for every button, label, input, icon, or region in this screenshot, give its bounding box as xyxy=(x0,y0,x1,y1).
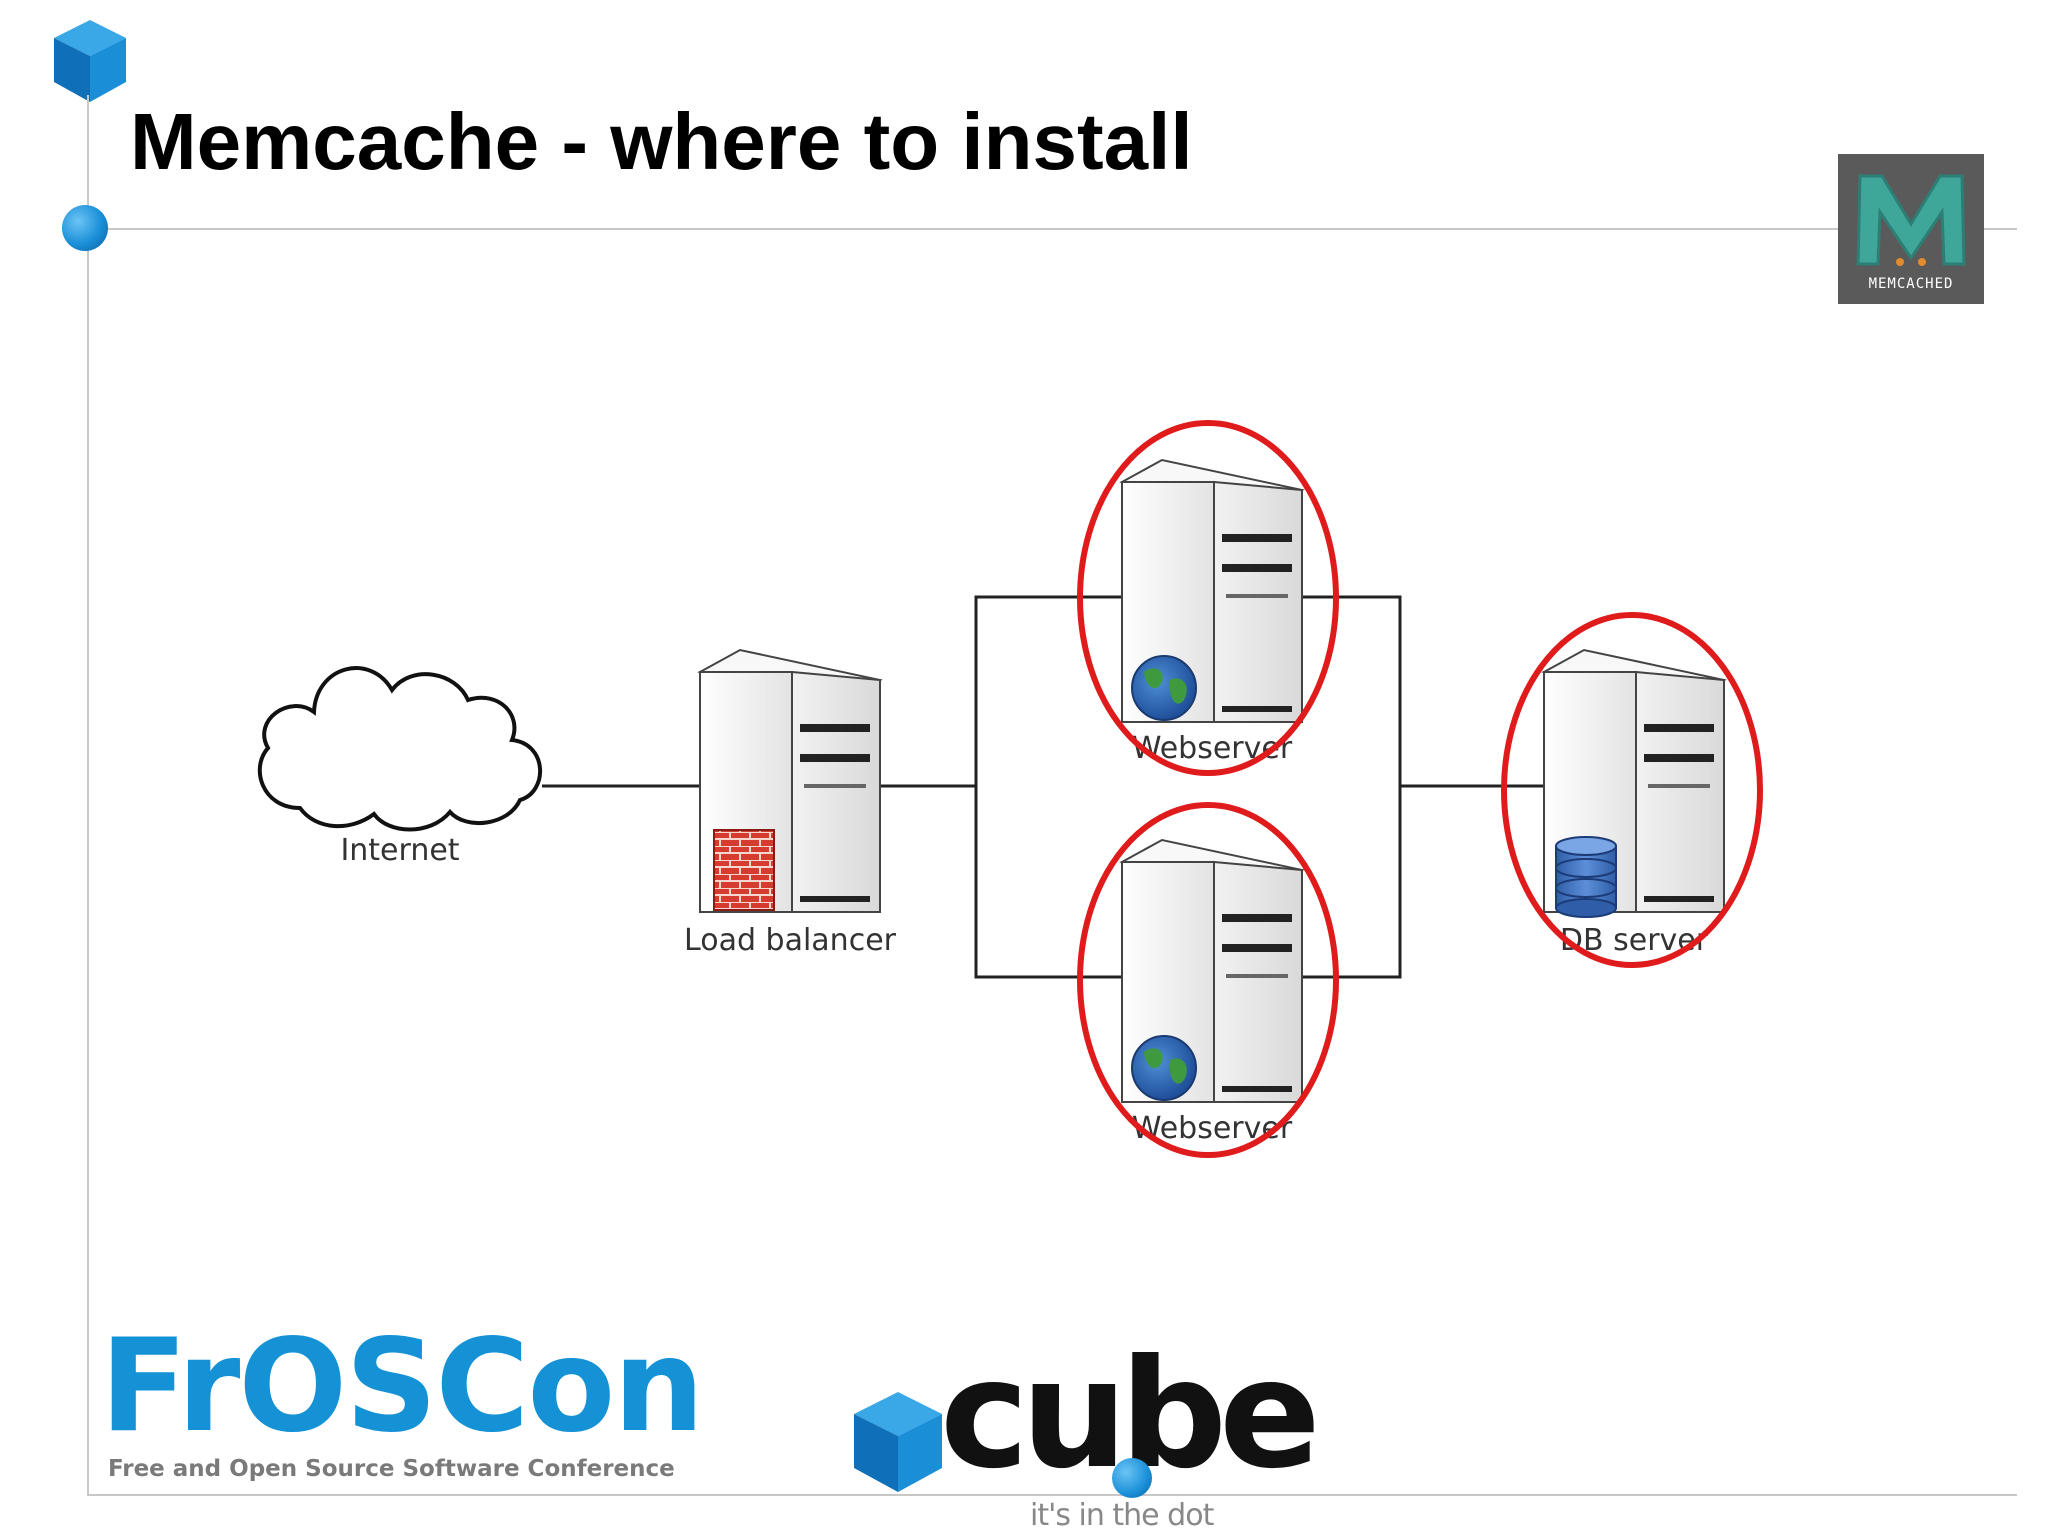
globe-icon xyxy=(1131,655,1197,721)
highlight-webserver-1 xyxy=(1077,420,1339,776)
slide-title: Memcache - where to install xyxy=(130,97,1193,186)
highlight-db-server xyxy=(1501,612,1763,968)
left-rule xyxy=(87,95,89,1495)
edge-hub-webservers xyxy=(974,595,1122,979)
cube-logo: cube it's in the dot xyxy=(850,1330,1330,1533)
title-bullet-dot xyxy=(62,205,108,251)
highlight-webserver-2 xyxy=(1077,802,1339,1158)
webserver-1-node: Webserver xyxy=(1119,458,1305,766)
highlights xyxy=(1077,420,1763,1158)
memcached-wordmark: MEMCACHED xyxy=(1868,276,1954,292)
db-server-node: DB server xyxy=(1541,648,1727,958)
load-balancer-label: Load balancer xyxy=(684,923,897,958)
cube-logo-icon xyxy=(854,1392,942,1492)
connections xyxy=(542,595,1544,979)
froscon-tagline: Free and Open Source Software Conference xyxy=(108,1456,675,1482)
footer-rule xyxy=(87,1494,2017,1496)
memcached-logo: MEMCACHED xyxy=(1838,154,1984,304)
database-icon xyxy=(1555,836,1617,918)
edge-webservers-hub xyxy=(1296,595,1402,979)
title-rule xyxy=(87,228,2017,230)
cube-corner-icon xyxy=(54,20,126,102)
internet-label: Internet xyxy=(340,833,459,868)
cloud-icon xyxy=(257,666,543,832)
froscon-logo: FrOSCon Free and Open Source Software Co… xyxy=(100,1322,704,1483)
load-balancer-node: Load balancer xyxy=(684,648,897,958)
firewall-icon xyxy=(713,829,775,911)
cube-dot-icon xyxy=(1112,1458,1152,1498)
froscon-wordmark: FrOSCon xyxy=(100,1312,704,1461)
globe-icon xyxy=(1131,1035,1197,1101)
webserver-2-node: Webserver xyxy=(1119,838,1305,1146)
cube-tagline: it's in the dot xyxy=(1030,1498,1214,1533)
internet-node: Internet xyxy=(257,666,543,868)
memcached-m-icon xyxy=(1856,174,1966,266)
